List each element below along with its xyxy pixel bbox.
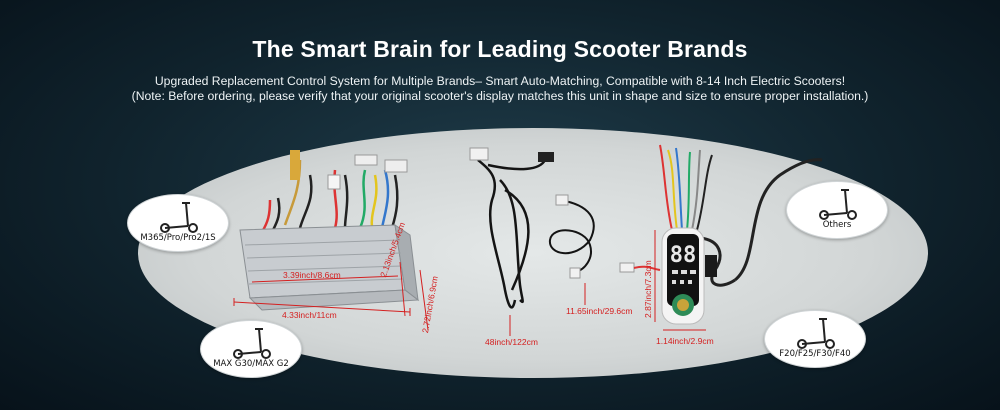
cable-connector: [469, 147, 489, 161]
badge-others: Others: [786, 181, 888, 239]
controller-connector: [354, 154, 378, 166]
scooter-icon: [160, 202, 198, 233]
badge-label: Others: [822, 220, 852, 230]
badge-label: M365/Pro/Pro2/1S: [140, 233, 216, 243]
display-dimension-lines: [654, 230, 706, 331]
badge-label: MAX G30/MAX G2: [213, 359, 289, 369]
controller-connector: [384, 159, 408, 173]
badge-f-series: F20/F25/F30/F40: [764, 310, 866, 368]
cable-connector: [555, 194, 569, 206]
controller-wires: [260, 159, 399, 233]
main-cable: [477, 159, 547, 309]
controller-connector: [327, 174, 341, 190]
controller-box: [239, 223, 420, 311]
subtitle-line-1: Upgraded Replacement Control System for …: [154, 74, 846, 88]
dim-display-height: 2.87inch/7.3cm: [643, 260, 653, 318]
badge-max-g30: MAX G30/MAX G2: [200, 320, 302, 378]
page-title: The Smart Brain for Leading Scooter Bran…: [252, 36, 748, 62]
display-connector: [619, 262, 635, 273]
dim-controller-length: 4.33inch/11cm: [282, 310, 337, 320]
badge-label: F20/F25/F30/F40: [779, 349, 851, 359]
dim-controller-width: 3.39inch/8.6cm: [283, 270, 341, 280]
display-cable-clip: [705, 255, 717, 277]
cable-connector: [538, 152, 554, 162]
scooter-icon: [797, 318, 835, 349]
display-readout: 88: [670, 243, 697, 268]
subtitle-line-2: (Note: Before ordering, please verify th…: [131, 89, 869, 103]
dim-short-cable: 11.65inch/29.6cm: [566, 306, 633, 316]
controller-dimension-lines: [233, 261, 429, 331]
controller-connector: [290, 150, 300, 180]
display-icons: [672, 270, 696, 284]
dim-main-cable: 48inch/122cm: [485, 337, 538, 347]
dim-display-width: 1.14inch/2.9cm: [656, 336, 714, 346]
badge-m365: M365/Pro/Pro2/1S: [127, 194, 229, 252]
cable-connector: [569, 267, 581, 279]
scooter-icon: [233, 328, 271, 359]
scooter-icon: [819, 189, 857, 220]
short-cable: [548, 199, 595, 273]
